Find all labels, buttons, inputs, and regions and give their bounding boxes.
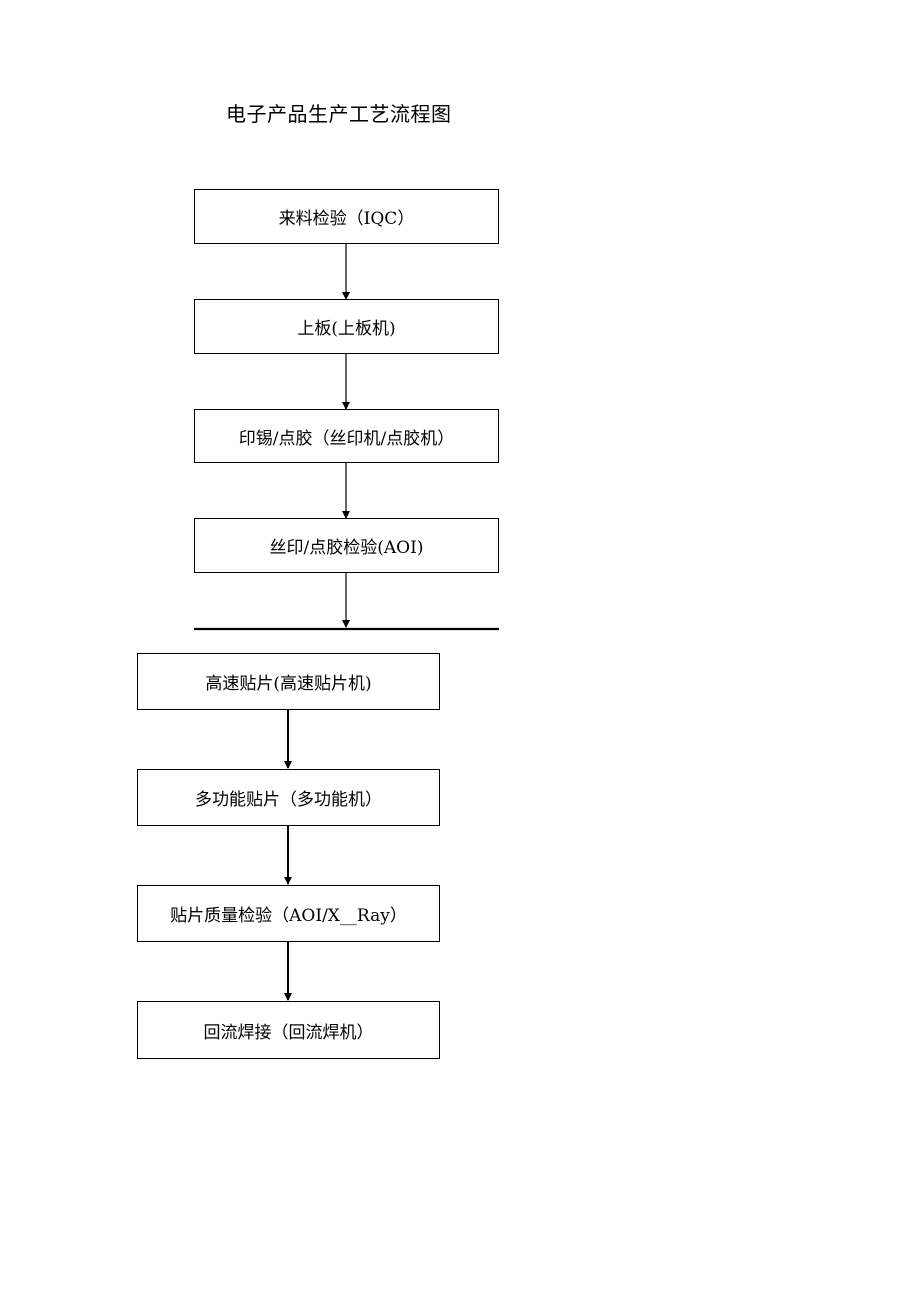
step-placement-quality-inspection: 贴片质量检验（AOI/X__Ray） <box>137 885 440 942</box>
step-incoming-inspection: 来料检验（IQC） <box>194 189 499 244</box>
step-solder-printing-dispensing: 印锡/点胶（丝印机/点胶机） <box>194 409 499 463</box>
step-high-speed-placement: 高速贴片(高速贴片机) <box>137 653 440 710</box>
step-reflow-soldering: 回流焊接（回流焊机） <box>137 1001 440 1059</box>
diagram-title: 电子产品生产工艺流程图 <box>226 102 452 126</box>
step-multifunction-placement: 多功能贴片（多功能机） <box>137 769 440 826</box>
step-print-dispense-inspection: 丝印/点胶检验(AOI) <box>194 518 499 573</box>
step-board-loading: 上板(上板机) <box>194 299 499 354</box>
